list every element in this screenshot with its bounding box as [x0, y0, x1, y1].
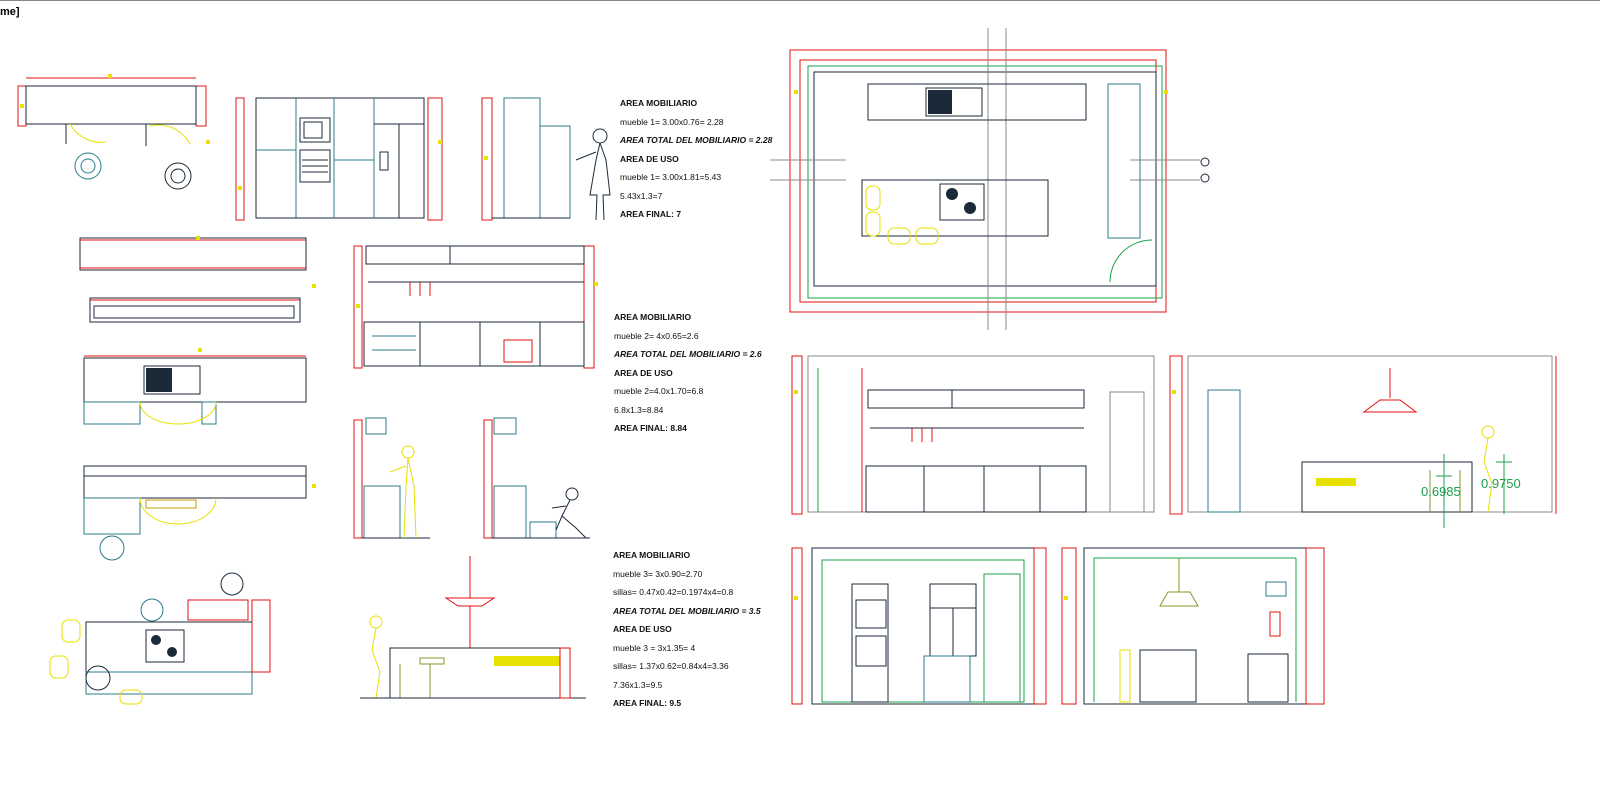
note-line: mueble 2=4.0x1.70=6.8 — [614, 386, 704, 396]
elevation-person-standing — [353, 417, 430, 539]
note-line: 7.36x1.3=9.5 — [613, 679, 663, 690]
dimension-height-a: 0.6985 — [1421, 484, 1461, 499]
elevation-wall-e — [1061, 547, 1325, 705]
note-line: mueble 1= 3.00x1.81=5.43 — [620, 172, 722, 182]
elevation-shelves-base — [353, 245, 595, 369]
elevation-person-kneeling — [483, 417, 590, 539]
plan-counter-with-stools — [17, 77, 207, 190]
note-line: sillas= 1.37x0.62=0.84x4=3.36 — [613, 661, 729, 671]
plan-counter-second — [83, 465, 307, 561]
note-line: AREA DE USO — [613, 624, 672, 634]
elevation-wall-b — [791, 355, 1155, 515]
area-notes-1: AREA MOBILIARIO mueble 1= 3.00x0.76= 2.28… — [620, 94, 772, 224]
plan-island-with-stools — [49, 572, 271, 705]
note-line: mueble 2= 4x0.65=2.6 — [614, 330, 699, 341]
note-line: AREA DE USO — [614, 367, 673, 378]
window-title-fragment: me] — [0, 6, 20, 18]
note-line: AREA TOTAL DEL MOBILIARIO = 2.28 — [620, 135, 773, 145]
area-notes-3: AREA MOBILIARIO mueble 3= 3x0.90=2.70 sill… — [613, 546, 761, 713]
plan-strip-upper — [79, 237, 307, 271]
note-line: AREA MOBILIARIO — [614, 312, 692, 322]
note-line: AREA FINAL: 8.84 — [614, 423, 687, 433]
plan-strip-shelf — [89, 297, 301, 323]
note-line: 6.8x1.3=8.84 — [614, 404, 664, 415]
main-floor-plan — [770, 28, 1210, 330]
note-line: AREA MOBILIARIO — [620, 98, 698, 108]
note-line: sillas= 0.47x0.42=0.1974x4=0.8 — [613, 587, 734, 597]
note-line: mueble 3 = 3x1.35= 4 — [613, 642, 696, 653]
side-elevation-with-person — [481, 97, 611, 221]
note-line: AREA TOTAL DEL MOBILIARIO = 2.6 — [614, 349, 762, 359]
note-line: mueble 1= 3.00x0.76= 2.28 — [620, 116, 724, 127]
note-line: AREA TOTAL DEL MOBILIARIO = 3.5 — [613, 605, 761, 616]
plan-counter-sink-cooktop — [83, 355, 307, 425]
note-line: AREA FINAL: 9.5 — [613, 698, 682, 708]
dimension-height-b: 0.9750 — [1481, 476, 1521, 491]
elevation-island-hood — [360, 556, 586, 699]
elevation-tall-cabinets — [235, 97, 443, 221]
note-line: AREA DE USO — [620, 153, 679, 164]
elevation-wall-c — [1169, 355, 1557, 528]
note-line: AREA MOBILIARIO — [613, 550, 691, 560]
note-line: AREA FINAL: 7 — [620, 209, 682, 219]
elevation-wall-d — [791, 547, 1047, 705]
dimension-ticks — [20, 74, 1176, 600]
note-line: 5.43x1.3=7 — [620, 190, 663, 201]
note-line: mueble 3= 3x0.90=2.70 — [613, 568, 703, 579]
top-border — [0, 0, 1600, 1]
